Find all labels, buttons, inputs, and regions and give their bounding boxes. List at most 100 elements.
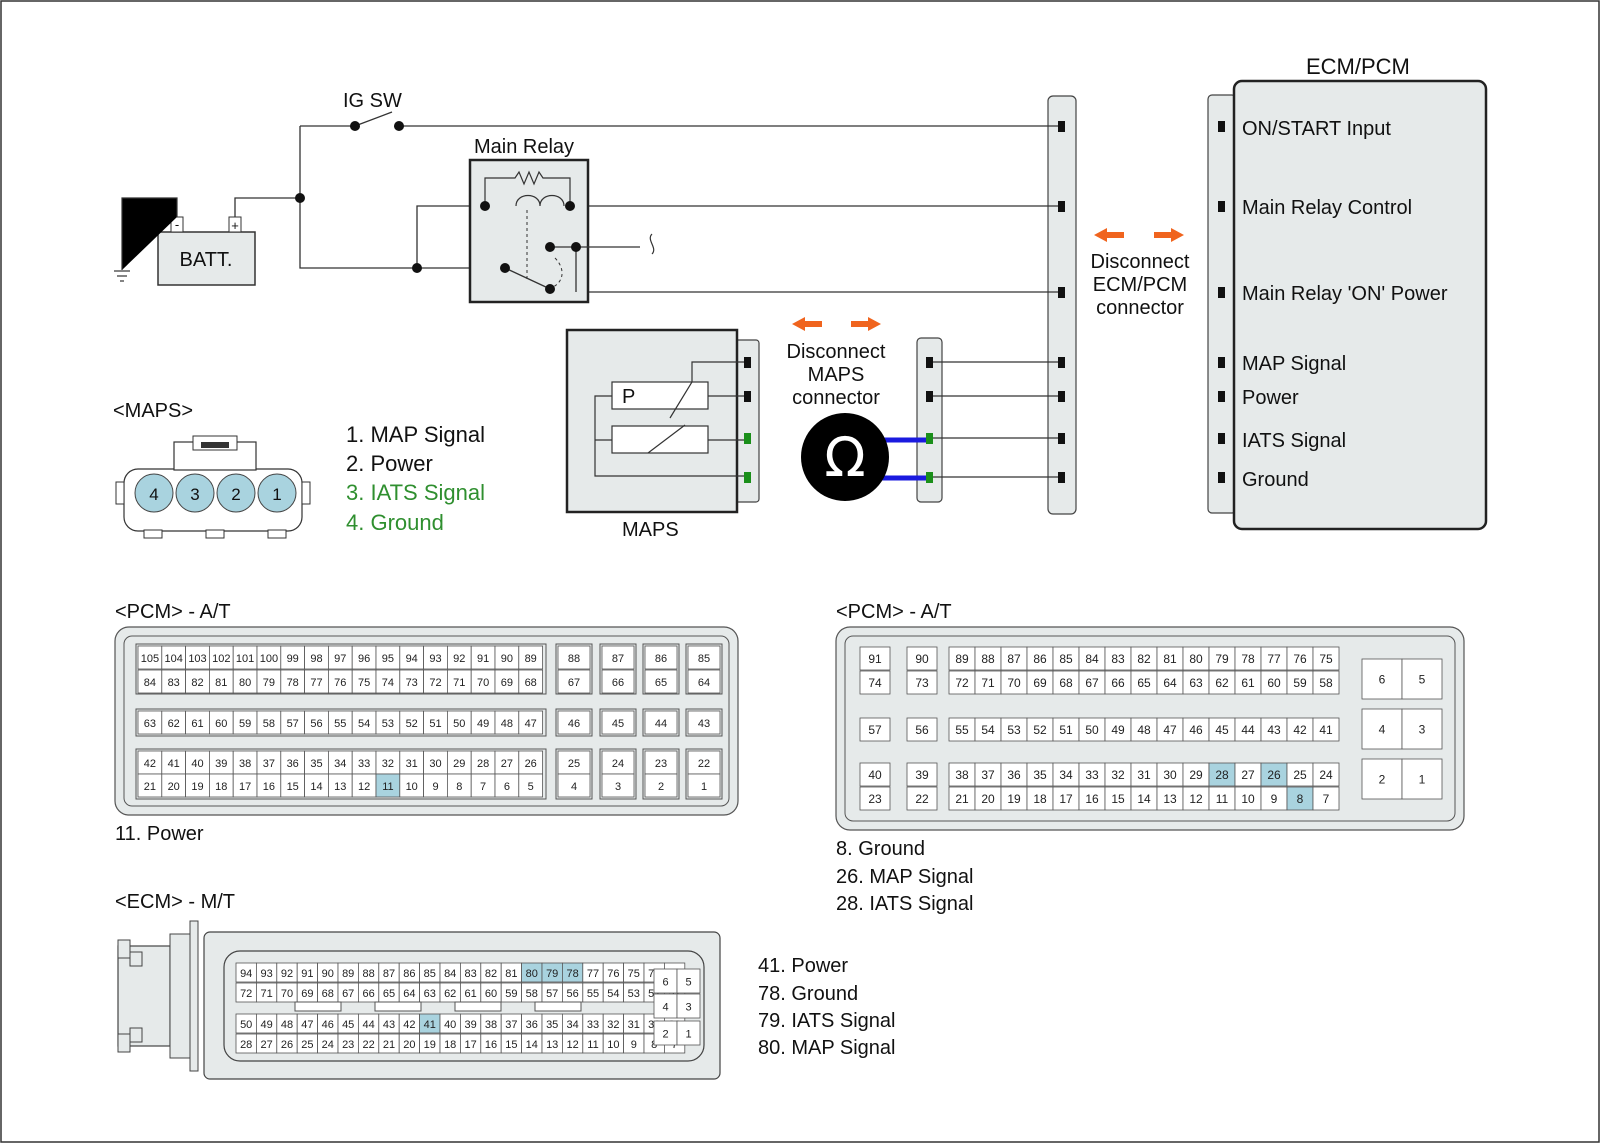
pin-number: 18 xyxy=(444,1039,456,1051)
pcm-right-note-3: 28. IATS Signal xyxy=(836,893,973,915)
pin-number: 50 xyxy=(1085,723,1099,737)
pin-number: 49 xyxy=(260,1019,272,1031)
pin-number: 69 xyxy=(1033,676,1047,690)
pin-number: 63 xyxy=(1189,676,1203,690)
pcm-right-note-2: 26. MAP Signal xyxy=(836,866,974,888)
pin-number: 86 xyxy=(1033,652,1047,666)
pin-number: 48 xyxy=(501,718,513,730)
pin-number: 23 xyxy=(342,1039,354,1051)
pin-number: 49 xyxy=(477,718,489,730)
pin-number: 80 xyxy=(1189,652,1203,666)
pin-number: 72 xyxy=(955,676,969,690)
pin-number: 39 xyxy=(215,758,227,770)
ecm-mt-note-4: 80. MAP Signal xyxy=(758,1037,896,1059)
pin-block-frame xyxy=(599,748,637,800)
pin-number: 60 xyxy=(215,718,227,730)
pin-number: 92 xyxy=(453,653,465,665)
ecm-pcm-unit xyxy=(1207,79,1488,531)
pin-cell xyxy=(1401,708,1443,750)
pcm-left-note: 11. Power xyxy=(115,823,204,845)
pin-block-frame xyxy=(685,708,723,737)
pin-number: 16 xyxy=(485,1039,497,1051)
pin-number: 71 xyxy=(453,677,465,689)
pin-number: 13 xyxy=(1163,792,1177,806)
pin-number: 103 xyxy=(188,653,206,665)
pin-number: 84 xyxy=(444,968,456,980)
pin-number: 89 xyxy=(342,968,354,980)
pin-number: 20 xyxy=(403,1039,415,1051)
pin-cell xyxy=(687,710,721,735)
pin-number: 84 xyxy=(144,677,156,689)
pin-number: 5 xyxy=(1419,673,1426,687)
pin-number: 62 xyxy=(444,988,456,1000)
pin-number: 44 xyxy=(1241,723,1255,737)
pin-number: 93 xyxy=(429,653,441,665)
pin-block-frame xyxy=(135,643,547,695)
pin-number: 11 xyxy=(382,781,393,793)
pin-number: 53 xyxy=(628,988,640,1000)
maps-harness-connector xyxy=(916,337,943,503)
disconnect-ecm-arrows xyxy=(1094,228,1184,242)
pin-number: 44 xyxy=(362,1019,374,1031)
pin-number: 94 xyxy=(240,968,252,980)
pin-number: 28 xyxy=(240,1039,252,1051)
pin-cell xyxy=(601,773,635,798)
pin-number: 64 xyxy=(403,988,415,1000)
pin-number: 34 xyxy=(334,758,346,770)
pin-number: 89 xyxy=(955,652,969,666)
pin-number: 60 xyxy=(485,988,497,1000)
pin-number: 3 xyxy=(685,1002,691,1014)
pin-number: 86 xyxy=(403,968,415,980)
pin-number: 87 xyxy=(383,968,395,980)
pin-number: 58 xyxy=(1319,676,1333,690)
pin-number: 80 xyxy=(526,968,538,980)
pin-number: 76 xyxy=(1293,652,1307,666)
pin-cell xyxy=(1312,646,1340,671)
maps-pin-4: 4 xyxy=(149,485,158,504)
pin-number: 67 xyxy=(1085,676,1099,690)
pin-number: 104 xyxy=(165,653,183,665)
pin-number: 76 xyxy=(607,968,619,980)
pin-number: 45 xyxy=(1215,723,1229,737)
pressure-element-label: P xyxy=(622,386,635,408)
pin-number: 4 xyxy=(571,781,577,793)
pin-number: 67 xyxy=(342,988,354,1000)
ohmmeter xyxy=(801,413,927,501)
pin-number: 78 xyxy=(287,677,299,689)
ecm-input-iats-signal: IATS Signal xyxy=(1242,430,1346,452)
maps-pin-2: 2 xyxy=(231,485,240,504)
pin-number: 68 xyxy=(525,677,537,689)
pin-number: 73 xyxy=(406,677,418,689)
pin-number: 52 xyxy=(406,718,418,730)
pin-number: 43 xyxy=(698,718,710,730)
pin-number: 14 xyxy=(1137,792,1151,806)
pin-number: 71 xyxy=(260,988,272,1000)
pin-number: 55 xyxy=(955,723,969,737)
pin-cell xyxy=(557,710,591,735)
pin-number: 89 xyxy=(525,653,537,665)
pin-number: 45 xyxy=(342,1019,354,1031)
ecm-mt-note-3: 79. IATS Signal xyxy=(758,1010,895,1032)
pin-number: 31 xyxy=(628,1019,640,1031)
pin-number: 33 xyxy=(358,758,370,770)
pin-number: 72 xyxy=(240,988,252,1000)
pin-number: 74 xyxy=(382,677,394,689)
pin-number: 19 xyxy=(1007,792,1021,806)
pin-number: 66 xyxy=(612,677,624,689)
maps-connector-title: <MAPS> xyxy=(113,400,193,422)
pin-number: 28 xyxy=(1215,768,1229,782)
pin-number: 70 xyxy=(477,677,489,689)
pin-number: 2 xyxy=(658,781,664,793)
pin-number: 36 xyxy=(1007,768,1021,782)
pin-number: 29 xyxy=(453,758,465,770)
pin-number: 46 xyxy=(1189,723,1203,737)
pin-number: 44 xyxy=(655,718,667,730)
pin-number: 91 xyxy=(301,968,313,980)
pin-number: 50 xyxy=(453,718,465,730)
pin-number: 13 xyxy=(546,1039,558,1051)
pin-number: 62 xyxy=(168,718,180,730)
pin-number: 24 xyxy=(322,1039,334,1051)
pin-number: 70 xyxy=(281,988,293,1000)
ecm-mt-note-1: 41. Power xyxy=(758,955,848,977)
